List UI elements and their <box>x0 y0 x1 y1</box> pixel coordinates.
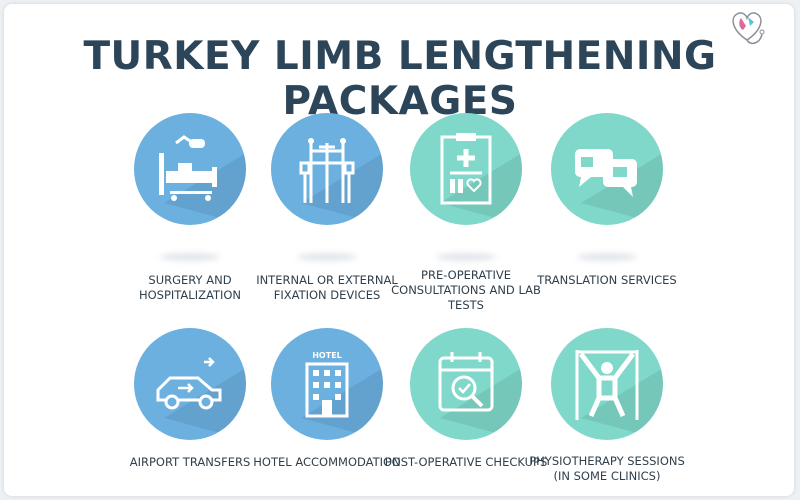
shadow <box>160 253 220 261</box>
page-title: TURKEY LIMB LENGTHENING PACKAGES <box>83 34 717 124</box>
package-label: POST-OPERATIVE CHECKUPS <box>384 455 548 469</box>
calendar-check-icon <box>438 352 494 412</box>
chat-bubbles-circle <box>551 113 663 225</box>
shadow <box>297 253 357 261</box>
shadow <box>577 253 637 261</box>
hotel-icon: HOTEL <box>305 351 349 418</box>
clipboard-icon <box>440 133 492 205</box>
package-label: PRE-OPERATIVE CONSULTATIONS AND LAB TEST… <box>391 268 541 312</box>
package-label: SURGERY AND HOSPITALIZATION <box>138 273 242 302</box>
car-circle <box>134 328 246 440</box>
infographic-card <box>4 4 794 496</box>
fixation-device-icon <box>299 138 355 203</box>
package-label: PHYSIOTHERAPY SESSIONS (IN SOME CLINICS) <box>529 454 685 483</box>
exercise-icon <box>575 350 639 420</box>
exercise-circle <box>551 328 663 440</box>
package-label: INTERNAL OR EXTERNAL FIXATION DEVICES <box>256 273 398 302</box>
logo-heart-stethoscope-icon <box>732 12 765 45</box>
hospital-bed-circle <box>134 113 246 225</box>
hotel-sign: HOTEL <box>312 351 342 360</box>
chat-bubbles-icon <box>575 149 637 197</box>
hospital-bed-icon <box>159 135 217 201</box>
hotel-circle: HOTEL <box>271 328 383 440</box>
fixation-device-circle <box>271 113 383 225</box>
package-label: TRANSLATION SERVICES <box>537 273 677 287</box>
car-icon <box>156 357 222 410</box>
package-label: AIRPORT TRANSFERS <box>129 455 251 469</box>
package-label: HOTEL ACCOMMODATION <box>253 455 401 469</box>
calendar-check-circle <box>410 328 522 440</box>
clipboard-circle <box>410 113 522 225</box>
shadow <box>436 253 496 261</box>
